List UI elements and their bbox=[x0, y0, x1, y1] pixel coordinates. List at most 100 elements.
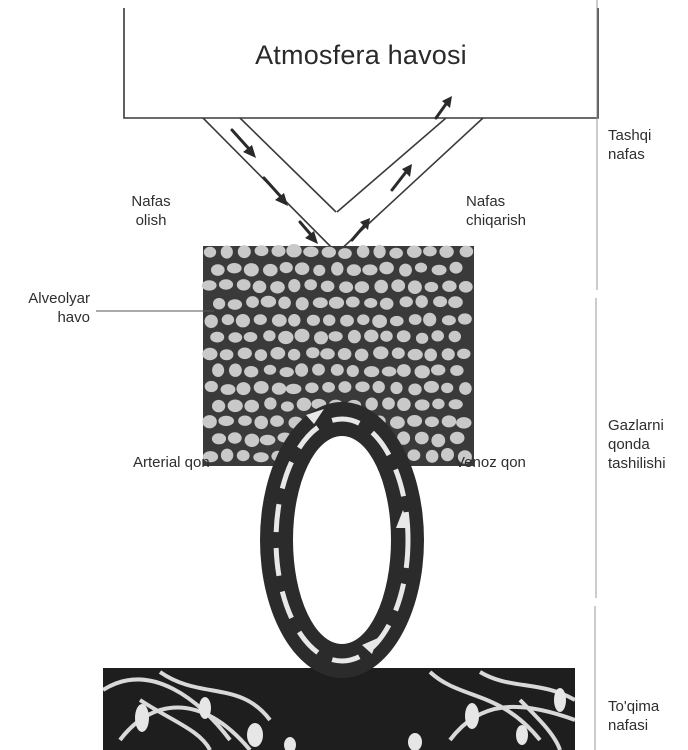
alveolus-cell bbox=[222, 314, 234, 325]
alveolus-cell bbox=[278, 331, 293, 344]
alveolus-cell bbox=[205, 381, 218, 392]
alveolus-cell bbox=[439, 246, 453, 258]
alveolus-cell bbox=[212, 363, 224, 377]
alveolus-cell bbox=[295, 363, 308, 377]
alveolus-cell bbox=[450, 365, 463, 376]
alveolus-cell bbox=[211, 264, 225, 276]
alveolus-cell bbox=[295, 262, 309, 275]
alveolus-cell bbox=[441, 448, 454, 461]
alveolus-cell bbox=[458, 313, 472, 324]
alveolus-cell bbox=[295, 329, 310, 343]
alveolus-cell bbox=[229, 364, 242, 377]
alveolus-cell bbox=[338, 248, 352, 259]
alveolus-cell bbox=[431, 434, 445, 448]
inhale-arrows bbox=[232, 130, 318, 244]
alveolus-cell bbox=[442, 315, 456, 325]
alveolus-cell bbox=[415, 263, 427, 273]
alveolus-cell bbox=[202, 415, 216, 428]
alveolus-cell bbox=[407, 415, 422, 427]
alveolus-cell bbox=[286, 244, 301, 257]
alveolus-cell bbox=[338, 381, 351, 393]
alveolus-cell bbox=[423, 313, 436, 327]
alveolus-cell bbox=[227, 263, 242, 273]
alveolus-cell bbox=[261, 296, 276, 308]
alveolus-cell bbox=[407, 246, 422, 258]
alveolus-cell bbox=[380, 331, 392, 342]
alveolus-cell bbox=[431, 365, 445, 376]
alveolus-cell bbox=[221, 245, 233, 258]
alveolus-cell bbox=[364, 330, 378, 343]
alveolus-cell bbox=[244, 366, 258, 377]
exhale-label: Nafas chiqarish bbox=[466, 192, 556, 230]
alveolus-cell bbox=[366, 398, 378, 411]
alveolus-cell bbox=[433, 296, 447, 307]
alveolus-cell bbox=[357, 314, 369, 325]
alveolus-cell bbox=[416, 295, 428, 308]
alveolus-cell bbox=[221, 384, 236, 395]
stage-external-respiration: Tashqi nafas bbox=[608, 126, 651, 164]
alveolus-cell bbox=[228, 299, 242, 310]
alveolus-cell bbox=[213, 298, 225, 309]
alveolus-cell bbox=[432, 399, 444, 410]
alveolus-cell bbox=[390, 416, 405, 429]
alveolus-cell bbox=[202, 348, 217, 360]
alveolus-cell bbox=[228, 432, 242, 443]
alveolus-cell bbox=[237, 279, 251, 290]
alveolus-cell bbox=[355, 349, 369, 362]
alveolus-cell bbox=[288, 279, 300, 292]
alveolus-cell bbox=[238, 416, 252, 426]
alveolus-cell bbox=[442, 415, 457, 427]
capillary-loop bbox=[260, 402, 424, 678]
stage-blood-gas-transport: Gazlarni qonda tashilishi bbox=[608, 416, 666, 473]
alveolus-cell bbox=[346, 297, 360, 308]
alveolus-cell bbox=[210, 332, 224, 343]
alveolus-cell bbox=[236, 314, 250, 327]
alveolus-cell bbox=[374, 280, 388, 293]
alveolus-cell bbox=[314, 331, 328, 344]
alveolus-cell bbox=[244, 263, 259, 276]
alveolus-cell bbox=[278, 297, 291, 309]
alveolus-cell bbox=[297, 398, 311, 411]
alveolus-cell bbox=[331, 364, 344, 376]
alveolus-cell bbox=[253, 281, 267, 294]
alveolus-cell bbox=[397, 364, 411, 377]
alveolus-cell bbox=[254, 381, 269, 394]
alveolus-cell bbox=[441, 383, 453, 393]
atmosphere-title: Atmosfera havosi bbox=[124, 38, 598, 72]
alveolus-cell bbox=[321, 281, 335, 292]
alveolus-cell bbox=[424, 381, 439, 393]
alveolus-cell bbox=[415, 432, 429, 445]
alveolus-cell bbox=[228, 332, 242, 342]
alveolus-cell bbox=[400, 296, 413, 307]
alveolus-cell bbox=[296, 297, 309, 310]
alveolus-cell bbox=[270, 281, 285, 293]
alveolus-cell bbox=[254, 314, 267, 325]
alveolus-cell bbox=[329, 331, 343, 341]
alveolus-cell bbox=[313, 265, 325, 276]
alveolus-cell bbox=[255, 349, 267, 361]
alveolus-cell bbox=[442, 348, 455, 360]
stage-bracket bbox=[595, 0, 597, 750]
alveolus-cell bbox=[416, 333, 428, 344]
alveolus-cell bbox=[254, 416, 268, 429]
alveolus-cell bbox=[379, 262, 394, 275]
alveolus-cell bbox=[270, 415, 284, 426]
alveolus-cell bbox=[389, 248, 403, 259]
alveolus-cell bbox=[424, 349, 437, 362]
arterial-blood-label: Arterial qon bbox=[133, 453, 210, 472]
alveolus-cell bbox=[374, 245, 386, 258]
alveolus-cell bbox=[391, 279, 405, 292]
alveolus-cell bbox=[263, 330, 275, 341]
alveolus-cell bbox=[339, 281, 353, 293]
alveolus-cell bbox=[204, 247, 216, 258]
alveolus-cell bbox=[313, 297, 328, 308]
alveolus-cell bbox=[202, 280, 217, 290]
alveolus-cell bbox=[340, 315, 354, 327]
airway-v bbox=[203, 118, 483, 253]
alveolus-cell bbox=[364, 298, 377, 308]
alveolus-cell bbox=[260, 435, 276, 446]
alveolus-cell bbox=[382, 397, 395, 409]
alveolus-cell bbox=[221, 449, 233, 462]
alveolus-cell bbox=[245, 434, 260, 447]
